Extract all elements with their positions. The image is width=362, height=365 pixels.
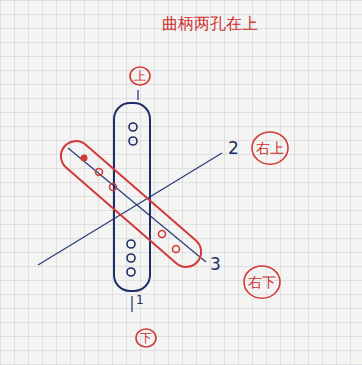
node-text: 右下 [248,275,276,289]
hole [173,246,180,253]
hole [159,231,166,238]
hole [81,155,88,162]
circle-outline [244,266,280,298]
node-text: 下 [140,332,152,344]
hole [96,169,103,176]
axis-number: 2 [228,140,239,157]
circled-label: 右下 [243,265,281,299]
circle-outline [252,132,288,164]
hole [127,240,135,248]
hole [127,254,135,262]
circled-label: 上 [129,66,151,86]
circle-outline [136,329,156,347]
title: 曲柄两孔在上 [162,14,258,35]
hole [127,268,135,276]
crank-outline [55,135,208,273]
circle-outline [130,67,150,85]
axis-number: 3 [210,256,221,273]
axis-line [131,296,132,312]
hole [129,137,137,145]
axis-line [68,148,206,262]
node-text: 上 [134,70,146,82]
axis-line [38,153,222,265]
axis-line [137,90,138,100]
hole [110,184,117,191]
hole [129,123,137,131]
node-text: 右上 [256,141,284,155]
circled-label: 下 [135,328,157,348]
axis-number: 1 [136,294,144,306]
circled-label: 右上 [251,131,289,165]
